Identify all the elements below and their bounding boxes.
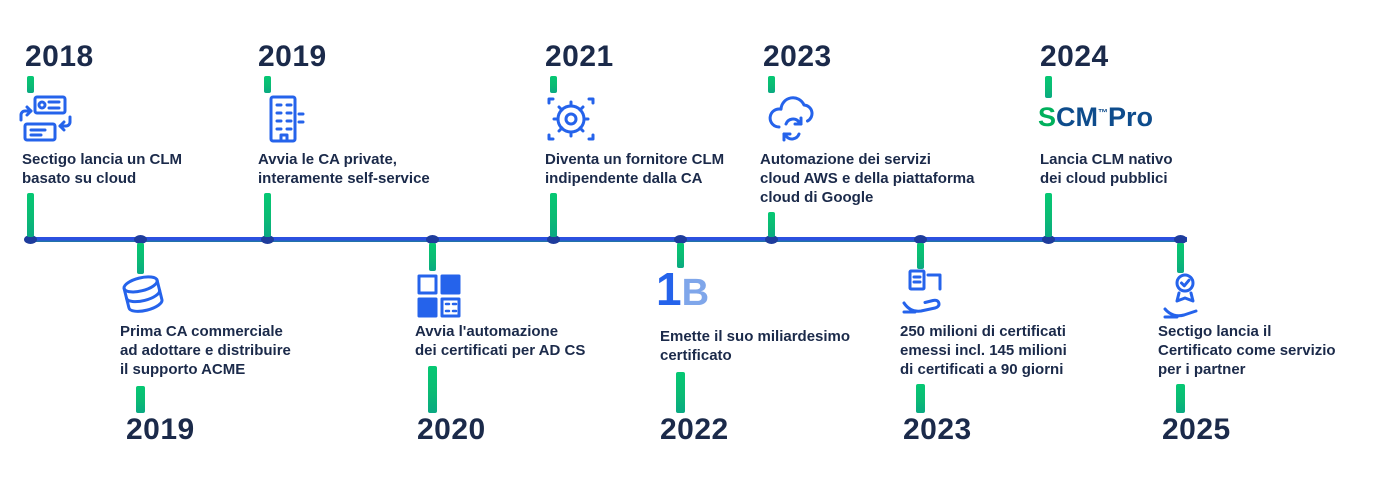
milestone-text-line: ad adottare e distribuire	[120, 342, 291, 359]
timeline-node	[426, 235, 439, 244]
timeline-node	[134, 235, 147, 244]
milestone-caption: Prima CA commerciale ad adottare e distr…	[120, 322, 291, 379]
connector-bar	[676, 372, 685, 413]
milestone-text-line: il supporto ACME	[120, 361, 246, 378]
scm-pro-logo: SCM™Pro	[1038, 102, 1153, 133]
connector-bar	[27, 193, 34, 237]
timeline-node	[1174, 235, 1187, 244]
year-label: 2018	[25, 40, 94, 73]
milestone-text-line: cloud di Google	[760, 189, 874, 206]
connector-bar	[1177, 243, 1184, 273]
timeline-node	[547, 235, 560, 244]
milestone-caption: Avvia l'automazione dei certificati per …	[415, 322, 585, 360]
logo-word-pro: Pro	[1108, 102, 1154, 132]
milestone-text-line: Avvia le CA private,	[258, 151, 397, 168]
connector-bar	[264, 76, 271, 93]
connector-bar	[429, 243, 436, 271]
one-billion-icon: 1B	[656, 266, 709, 312]
milestone-caption: Emette il suo miliardesimo certificato	[660, 327, 850, 365]
connector-bar	[677, 243, 684, 268]
milestone-text-line: certificato	[660, 347, 732, 364]
milestone-caption: Diventa un fornitore CLM indipendente da…	[545, 150, 724, 188]
ad-cs-window-icon	[412, 269, 466, 328]
timeline-node	[1042, 235, 1055, 244]
connector-bar	[550, 193, 557, 237]
milestone-caption: Avvia le CA private, interamente self-se…	[258, 150, 430, 188]
ca-agnostic-gear-icon	[542, 92, 600, 151]
connector-bar	[768, 76, 775, 93]
milestone-text-line: Diventa un fornitore CLM	[545, 151, 725, 168]
milestone-caption: Lancia CLM nativo dei cloud pubblici	[1040, 150, 1173, 188]
year-label: 2021	[545, 40, 614, 73]
milestone-text-line: emessi incl. 145 milioni	[900, 342, 1067, 359]
year-label: 2023	[763, 40, 832, 73]
private-ca-building-icon	[256, 92, 310, 151]
milestone-text-line: interamente self-service	[258, 170, 430, 187]
timeline-node	[914, 235, 927, 244]
milestone-text-line: Sectigo lancia un CLM	[22, 151, 183, 168]
billion-letter: B	[681, 272, 710, 314]
connector-bar	[917, 243, 924, 269]
milestone-text-line: Automazione dei servizi	[760, 151, 931, 168]
timeline-node	[24, 235, 37, 244]
connector-bar	[768, 212, 775, 237]
timeline-node	[765, 235, 778, 244]
year-label: 2020	[417, 413, 486, 446]
year-label: 2019	[126, 413, 195, 446]
milestone-text-line: dei certificati per AD CS	[415, 342, 586, 359]
clm-cloud-sync-icon	[18, 92, 76, 151]
milestone-text-line: Lancia CLM nativo	[1040, 151, 1173, 168]
certificates-issued-icon	[897, 267, 955, 326]
caas-certificate-icon	[1156, 270, 1214, 329]
connector-bar	[1176, 384, 1185, 413]
logo-letter-s: S	[1038, 102, 1057, 132]
trademark-symbol: ™	[1098, 108, 1109, 119]
milestone-text-line: dei cloud pubblici	[1040, 170, 1168, 187]
milestone-caption: Sectigo lancia un CLM basato su cloud	[22, 150, 182, 188]
milestone-text-line: basato su cloud	[22, 170, 137, 187]
connector-bar	[137, 243, 144, 274]
milestone-text-line: cloud AWS e della piattaforma	[760, 170, 975, 187]
commercial-ca-coins-icon	[114, 272, 174, 329]
billion-digit: 1	[656, 263, 682, 315]
milestone-text-line: Emette il suo miliardesimo	[660, 328, 851, 345]
year-label: 2025	[1162, 413, 1231, 446]
connector-bar	[264, 193, 271, 237]
milestone-text-line: per i partner	[1158, 361, 1246, 378]
milestone-text-line: indipendente dalla CA	[545, 170, 703, 187]
timeline-node	[674, 235, 687, 244]
connector-bar	[550, 76, 557, 93]
connector-bar	[916, 384, 925, 413]
connector-bar	[136, 386, 145, 413]
timeline-node	[261, 235, 274, 244]
milestone-caption: Sectigo lancia il Certificato come servi…	[1158, 322, 1336, 379]
connector-bar	[1045, 193, 1052, 237]
milestone-caption: Automazione dei servizi cloud AWS e dell…	[760, 150, 974, 207]
milestone-text-line: Avvia l'automazione	[415, 323, 559, 340]
milestone-text-line: Prima CA commerciale	[120, 323, 283, 340]
logo-letters-cm: CM	[1056, 102, 1099, 132]
connector-bar	[27, 76, 34, 93]
milestone-text-line: Certificato come servizio	[1158, 342, 1336, 359]
year-label: 2024	[1040, 40, 1109, 73]
milestone-text-line: Sectigo lancia il	[1158, 323, 1272, 340]
year-label: 2022	[660, 413, 729, 446]
milestone-text-line: 250 milioni di certificati	[900, 323, 1066, 340]
connector-bar	[1045, 76, 1052, 98]
connector-bar	[428, 366, 437, 413]
year-label: 2019	[258, 40, 327, 73]
cloud-services-sync-icon	[764, 94, 822, 151]
milestone-text-line: di certificati a 90 giorni	[900, 361, 1064, 378]
timeline-axis	[25, 237, 1187, 242]
year-label: 2023	[903, 413, 972, 446]
milestone-caption: 250 milioni di certificati emessi incl. …	[900, 322, 1067, 379]
